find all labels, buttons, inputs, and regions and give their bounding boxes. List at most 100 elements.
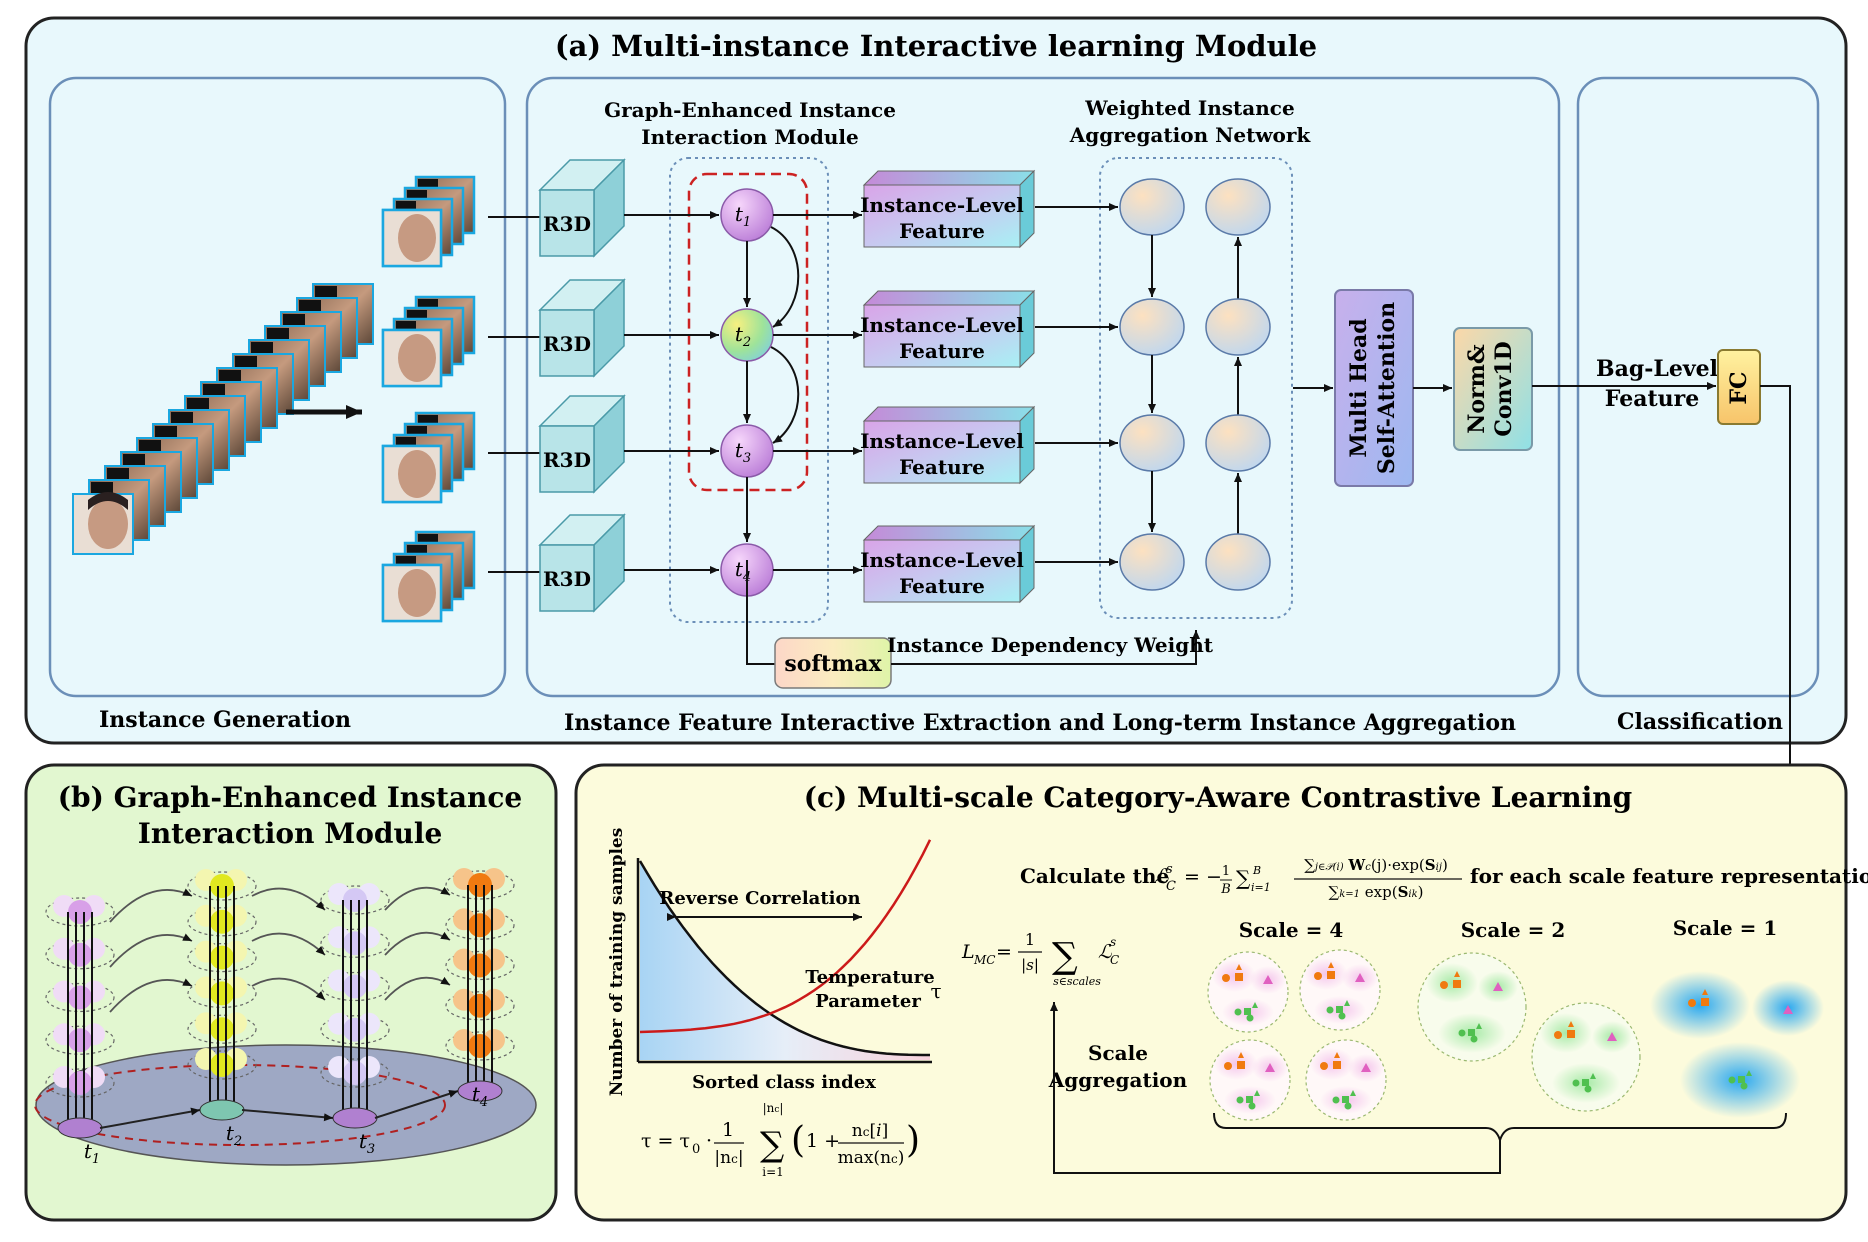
- sample-dot: [1248, 1102, 1256, 1110]
- r3d-label: R3D: [543, 448, 591, 472]
- sample-triangle: [1238, 1052, 1244, 1058]
- node-skip-arrow: [770, 346, 800, 444]
- sample-square: [1336, 1006, 1343, 1013]
- sample-triangle: [1252, 1002, 1258, 1008]
- graph-node-subscript: 2: [742, 335, 751, 350]
- cross-layer-arrow: [109, 978, 193, 1013]
- sample-triangle: [1590, 1073, 1596, 1079]
- pillar-ring: [445, 950, 515, 981]
- pillar-ring: [320, 1015, 390, 1045]
- aggregation-node-left: [1119, 414, 1185, 472]
- svg-text:i=1: i=1: [762, 1165, 784, 1179]
- clip-face-icon: [398, 214, 436, 262]
- graph-node-subscript: 1: [743, 215, 751, 230]
- pillar-node: [210, 874, 234, 898]
- sample-square: [1701, 998, 1709, 1006]
- svg-text:τ = τ: τ = τ: [641, 1130, 690, 1152]
- instance-feature-label-line1: Instance-Level: [860, 193, 1024, 217]
- svg-text:1: 1: [722, 1119, 734, 1141]
- pillar-node: [468, 953, 492, 978]
- svg-text:Feature: Feature: [1605, 386, 1699, 412]
- sample-dot: [1688, 999, 1696, 1007]
- pillar-node: [210, 909, 234, 934]
- sample-square: [1333, 1061, 1341, 1069]
- aggregation-node-right: [1205, 533, 1271, 591]
- svg-text:Interaction Module: Interaction Module: [138, 817, 443, 850]
- cluster-glow: [1212, 960, 1256, 992]
- sample-square: [1453, 980, 1461, 988]
- panel-a: (a) Multi-instance Interactive learning …: [24, 16, 1848, 790]
- svg-text:C: C: [1166, 879, 1176, 894]
- face-icon: [88, 499, 128, 549]
- temperature-curve: [639, 839, 932, 1034]
- pillar-node: [210, 981, 234, 1006]
- aggregation-node-left: [1119, 533, 1185, 591]
- sample-triangle: [1568, 1021, 1574, 1027]
- svg-text:max(nc): max(nc): [838, 1148, 905, 1168]
- sample-dot: [1554, 1031, 1562, 1039]
- cluster-glow: [1310, 1048, 1354, 1080]
- sample-dot: [1234, 1008, 1242, 1016]
- clip-face-icon: [398, 569, 436, 617]
- pillar-ring: [445, 910, 515, 940]
- svg-text:0: 0: [692, 1142, 700, 1157]
- graph-base-plane: [35, 1044, 537, 1166]
- base-link-arrow: [241, 1109, 334, 1122]
- svg-text:1: 1: [1222, 864, 1230, 879]
- r3d-label: R3D: [543, 567, 591, 591]
- sample-square: [1235, 973, 1243, 981]
- instance-generation-label: Instance Generation: [99, 707, 351, 733]
- feature-top-face: [862, 406, 1036, 422]
- pillar-ring: [320, 971, 390, 1002]
- pillar-node: [68, 985, 92, 1010]
- mhsa-label-line2: Self-Attention: [1374, 302, 1400, 474]
- sample-triangle: [1344, 1000, 1350, 1006]
- sample-triangle: [1350, 1090, 1356, 1096]
- sample-triangle: [1607, 1032, 1617, 1041]
- pillar-label-subscript: 2: [233, 1134, 242, 1149]
- temperature-chart: Number of training samples Sorted class …: [607, 828, 942, 1097]
- instance-feature-label-line2: Feature: [899, 219, 985, 243]
- sample-triangle: [1783, 1005, 1793, 1014]
- loss-formula-line: Calculate the ℒ C s = − 1 B ∑ B i=1 ∑j∈𝒫…: [1020, 856, 1868, 901]
- pillar-ring: [45, 1025, 115, 1055]
- cross-layer-arrow: [251, 932, 326, 956]
- aggregation-node-left: [1119, 298, 1185, 356]
- svg-text:1: 1: [1025, 930, 1035, 949]
- pillar-label-subscript: 1: [92, 1152, 100, 1167]
- svg-text:nc[i]: nc[i]: [852, 1121, 888, 1141]
- sample-dot: [1338, 1012, 1346, 1020]
- mhsa-label-line1: Multi Head: [1346, 318, 1372, 457]
- sample-dot: [1470, 1035, 1478, 1043]
- samples-curve: [638, 860, 930, 1057]
- sample-dot: [1222, 974, 1230, 982]
- aggregation-node-right: [1205, 298, 1271, 356]
- pillar-label-subscript: 3: [367, 1142, 375, 1157]
- norm-label-line2: Conv1D: [1491, 341, 1517, 436]
- graph-module-title: Graph-Enhanced Instance: [604, 98, 896, 122]
- pillar-node: [68, 1028, 92, 1053]
- svg-text:1 +: 1 +: [806, 1130, 840, 1152]
- svg-text:∑: ∑: [760, 1125, 784, 1165]
- pillar-ring: [187, 978, 257, 1009]
- temperature-label: Temperature: [805, 967, 934, 988]
- fc-label: FC: [1726, 371, 1752, 404]
- sample-triangle: [1355, 973, 1365, 982]
- svg-text:i=1: i=1: [1251, 881, 1271, 894]
- svg-text:Aggregation: Aggregation: [1048, 1068, 1188, 1092]
- reverse-correlation-label: Reverse Correlation: [659, 888, 860, 909]
- svg-text:·: ·: [706, 1130, 712, 1152]
- instance-feature-label-line1: Instance-Level: [860, 313, 1024, 337]
- instance-feature-label-line2: Feature: [899, 574, 985, 598]
- svg-text:Parameter: Parameter: [815, 991, 921, 1012]
- aggregation-node-right: [1205, 178, 1271, 236]
- pillar-node: [68, 942, 92, 967]
- sample-triangle: [1236, 964, 1242, 970]
- feature-top-face: [862, 290, 1036, 306]
- scale-1-label: Scale = 1: [1673, 916, 1778, 940]
- svg-text:ℒ: ℒ: [1098, 941, 1113, 963]
- aggregation-node-right: [1205, 414, 1271, 472]
- instance-rows: t1Instance-LevelFeaturet2Instance-LevelF…: [624, 169, 1271, 604]
- pillar-node: [468, 1034, 492, 1058]
